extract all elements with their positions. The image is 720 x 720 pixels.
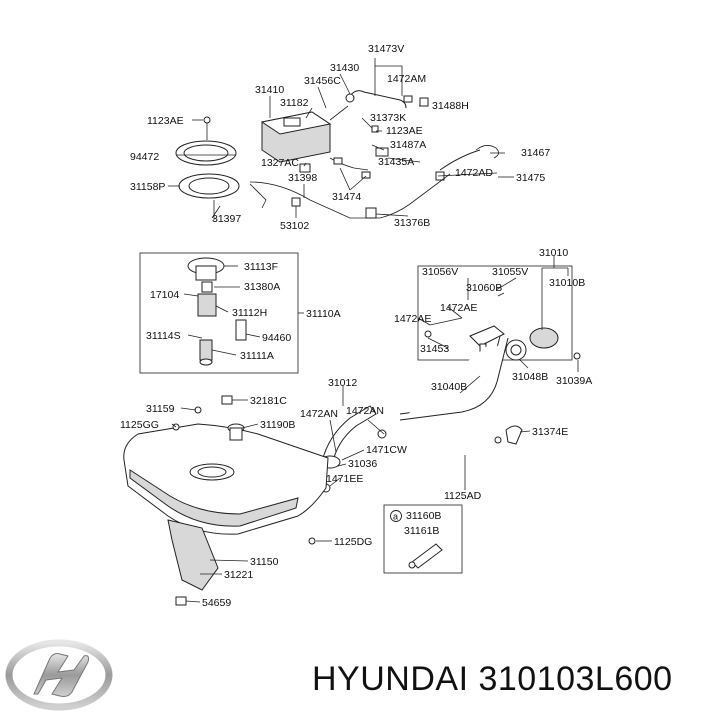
label-31056V: 31056V xyxy=(422,266,458,278)
label-31112H: 31112H xyxy=(232,307,267,319)
label-31114S: 31114S xyxy=(146,330,181,342)
inset-box xyxy=(383,504,463,574)
label-31410: 31410 xyxy=(255,84,284,96)
label-31111A: 31111A xyxy=(240,350,274,362)
part-labels: 31473V 31430 1472AM 31456C 31410 31182 3… xyxy=(120,43,592,609)
label-31475: 31475 xyxy=(516,172,545,184)
label-31453: 31453 xyxy=(420,343,449,355)
label-31040B: 31040B xyxy=(431,381,467,393)
label-31430: 31430 xyxy=(330,62,359,74)
label-31374E: 31374E xyxy=(532,426,568,438)
label-31010: 31010 xyxy=(539,247,568,259)
label-31487A: 31487A xyxy=(390,139,426,151)
label-1125AD: 1125AD xyxy=(444,490,482,502)
label-1472AD: 1472AD xyxy=(455,167,493,179)
canister-group xyxy=(249,90,499,219)
label-31221: 31221 xyxy=(224,569,253,581)
label-31474: 31474 xyxy=(332,191,361,203)
label-31398: 31398 xyxy=(288,172,317,184)
fuel-tank xyxy=(123,395,329,606)
brand-part-number: HYUNDAI 310103L600 xyxy=(312,660,673,698)
label-17104: 17104 xyxy=(150,289,179,301)
label-1123AE-left: 1123AE xyxy=(147,115,184,127)
pump-gasket-group xyxy=(175,116,240,220)
fuel-pump-module xyxy=(187,257,247,366)
label-31435A: 31435A xyxy=(378,156,414,168)
label-31039A: 31039A xyxy=(556,375,592,387)
label-31488H: 31488H xyxy=(432,100,469,112)
label-1471EE: 1471EE xyxy=(326,473,363,485)
label-1125GG: 1125GG xyxy=(120,419,159,431)
label-31456C: 31456C xyxy=(304,75,341,87)
hyundai-logo-icon xyxy=(5,639,113,711)
label-1327AC: 1327AC xyxy=(261,157,299,169)
label-31473V: 31473V xyxy=(368,43,404,55)
label-31380A: 31380A xyxy=(244,281,280,293)
label-31010B: 31010B xyxy=(549,277,585,289)
label-31397: 31397 xyxy=(212,213,241,225)
label-31376B: 31376B xyxy=(394,217,430,229)
label-94472: 94472 xyxy=(130,151,159,163)
label-31161B: 31161B xyxy=(404,525,439,537)
label-1472AE-a: 1472AE xyxy=(440,302,477,314)
label-31467: 31467 xyxy=(521,147,550,159)
leader-lines xyxy=(168,58,579,603)
label-32181C: 32181C xyxy=(250,395,287,407)
label-31160B: 31160B xyxy=(406,510,441,522)
label-31036: 31036 xyxy=(348,458,377,470)
label-1472AN-a: 1472AN xyxy=(300,408,338,420)
filler-neck-group xyxy=(319,317,581,493)
label-31158P: 31158P xyxy=(130,181,165,193)
label-31113F: 31113F xyxy=(244,261,278,273)
label-31190B: 31190B xyxy=(260,419,295,431)
label-1125DG: 1125DG xyxy=(334,536,372,548)
label-31048B: 31048B xyxy=(512,371,548,383)
label-53102: 53102 xyxy=(280,220,309,232)
label-31182: 31182 xyxy=(280,97,309,109)
label-1472AM: 1472AM xyxy=(387,73,426,85)
label-31055V: 31055V xyxy=(492,266,528,278)
label-1472AE-b: 1472AE xyxy=(394,313,431,325)
circle-marker: a xyxy=(390,510,402,522)
label-54659: 54659 xyxy=(202,597,231,609)
label-31150: 31150 xyxy=(250,556,279,568)
label-31159: 31159 xyxy=(146,403,175,415)
label-1471CW: 1471CW xyxy=(366,444,407,456)
label-31373K: 31373K xyxy=(370,112,406,124)
label-31060B: 31060B xyxy=(466,282,502,294)
label-1472AN-b: 1472AN xyxy=(346,405,384,417)
label-31110A: 31110A xyxy=(306,308,341,320)
circle-marker-text: a xyxy=(393,512,398,522)
label-31012: 31012 xyxy=(328,377,357,389)
label-1123AE-top: 1123AE xyxy=(386,125,423,137)
label-94460: 94460 xyxy=(262,332,291,344)
